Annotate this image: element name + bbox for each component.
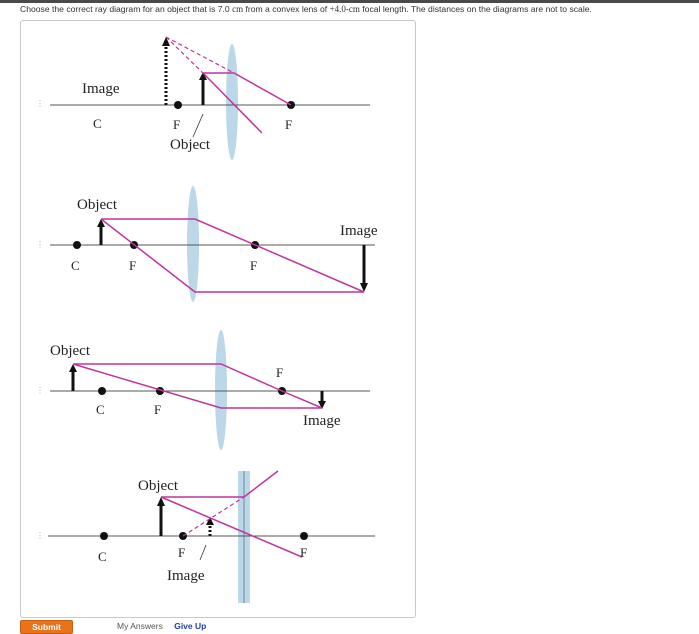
label-f-right: F — [285, 117, 292, 132]
label-image: Image — [167, 568, 205, 584]
image-arrowhead — [318, 401, 326, 409]
option-4-radio[interactable]: ⋮ — [36, 531, 44, 540]
label-object: Object — [170, 137, 211, 153]
label-object: Object — [77, 197, 118, 213]
virtual-ray — [182, 496, 245, 537]
image-pointer — [199, 544, 207, 561]
option-3-radio[interactable]: ⋮ — [36, 386, 44, 395]
label-object: Object — [50, 343, 91, 359]
convex-lens — [215, 330, 227, 450]
label-f-right: F — [276, 365, 283, 380]
image-arrowhead — [360, 283, 368, 292]
top-border — [0, 0, 699, 3]
question-unit: cm — [232, 4, 244, 14]
center-point — [98, 387, 106, 395]
label-object: Object — [138, 478, 179, 494]
label-f-right: F — [300, 545, 307, 560]
ray-2 — [160, 496, 303, 558]
label-f-right: F — [250, 258, 257, 273]
option-2-radio[interactable]: ⋮ — [36, 240, 44, 249]
label-image: Image — [82, 81, 120, 97]
question-text: Choose the correct ray diagram for an ob… — [20, 4, 592, 14]
label-f-left: F — [173, 117, 180, 132]
focal-point-left — [174, 101, 182, 109]
label-c: C — [98, 549, 107, 564]
question-part-b: from a convex lens of — [243, 4, 330, 14]
question-part-a: Choose the correct ray diagram for an ob… — [20, 4, 233, 14]
label-c: C — [93, 116, 102, 131]
my-answers-link[interactable]: My Answers — [117, 621, 163, 631]
question-part-c: focal length. The distances on the diagr… — [359, 4, 592, 14]
option-1-radio[interactable]: ⋮ — [36, 99, 44, 108]
focal-point-right — [300, 532, 308, 540]
option-1-diagram[interactable]: Image C F F Object — [40, 32, 380, 167]
label-c: C — [71, 258, 80, 273]
give-up-link[interactable]: Give Up — [174, 621, 207, 631]
label-f-left: F — [154, 402, 161, 417]
convex-lens — [187, 186, 199, 302]
ray-1 — [203, 72, 292, 106]
object-arrowhead — [157, 497, 165, 506]
ray-1 — [161, 470, 279, 498]
center-point — [100, 532, 108, 540]
option-3-diagram[interactable]: Object C F F Image — [40, 320, 380, 465]
label-f-left: F — [178, 545, 185, 560]
image-arrowhead — [162, 37, 170, 46]
object-arrowhead — [199, 72, 207, 80]
option-2-diagram[interactable]: Object Image C F F — [40, 176, 385, 311]
virtual-ray-2 — [165, 36, 204, 74]
ray-2 — [202, 72, 263, 134]
object-arrowhead — [97, 219, 105, 227]
ray-2 — [72, 363, 322, 409]
answer-links: My Answers Give Up — [117, 621, 206, 631]
ray-1 — [73, 363, 323, 409]
label-c: C — [96, 402, 105, 417]
center-point — [73, 241, 81, 249]
virtual-ray-1 — [165, 36, 235, 74]
answer-choices-panel — [20, 20, 416, 618]
ray-2 — [100, 218, 364, 293]
ray-1 — [101, 218, 365, 293]
label-f-left: F — [129, 258, 136, 273]
object-pointer — [192, 113, 204, 138]
label-image: Image — [303, 413, 341, 429]
image-arrowhead — [206, 517, 214, 525]
label-image: Image — [340, 223, 378, 239]
question-focal-value: +4.0-cm — [329, 4, 360, 14]
object-arrowhead — [69, 364, 77, 372]
option-4-diagram[interactable]: Object C F F Image — [40, 467, 385, 612]
